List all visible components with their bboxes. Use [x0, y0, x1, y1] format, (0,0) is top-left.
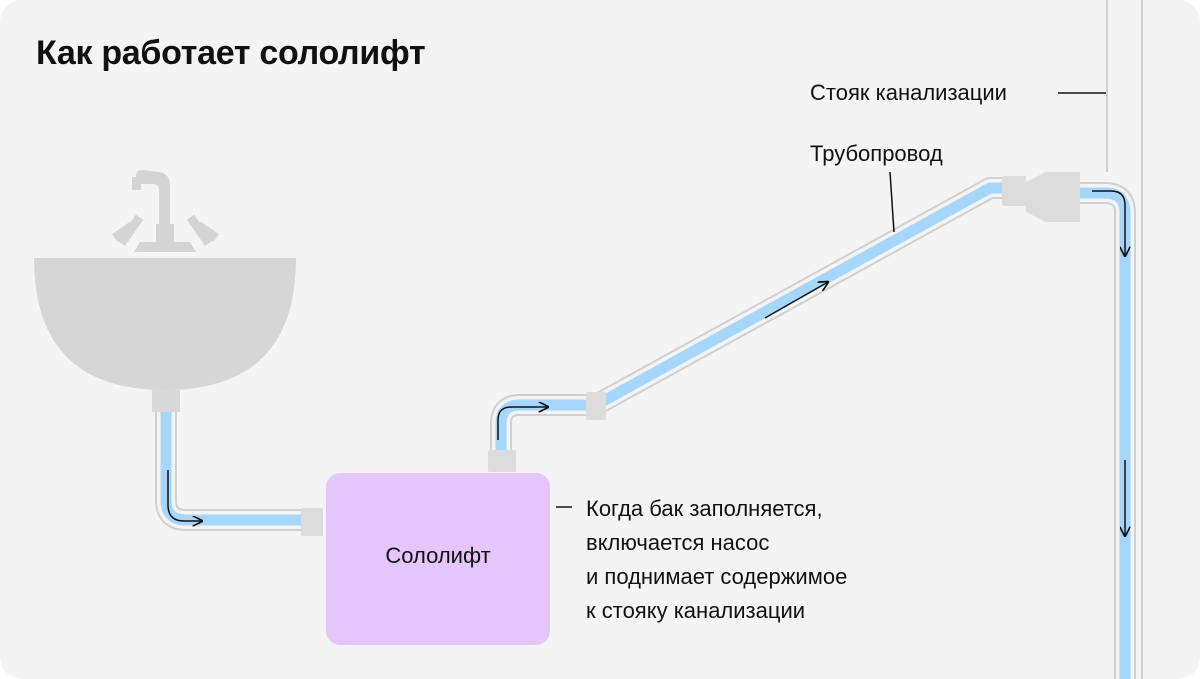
sololift-box [326, 473, 550, 645]
flow-arrow-icon [167, 190, 1125, 536]
sololift-label: Сололифт [385, 543, 491, 568]
description-line: Когда бак заполняется, [586, 496, 823, 521]
pipeline-label: Трубопровод [810, 141, 943, 166]
faucet-icon [112, 170, 219, 252]
sink-icon [34, 258, 296, 412]
riser-label: Стояк канализации [810, 80, 1007, 105]
diagram-title: Как работает сололифт [36, 34, 426, 72]
sewer-riser [1106, 0, 1143, 679]
description-line: к стояку канализации [586, 598, 806, 623]
pump-description: Когда бак заполняется, включается насос … [586, 492, 847, 628]
description-line: включается насос [586, 530, 770, 555]
leader-lines [556, 92, 1106, 508]
description-line: и поднимает содержимое [586, 564, 848, 589]
pipe-fittings [301, 172, 1080, 536]
